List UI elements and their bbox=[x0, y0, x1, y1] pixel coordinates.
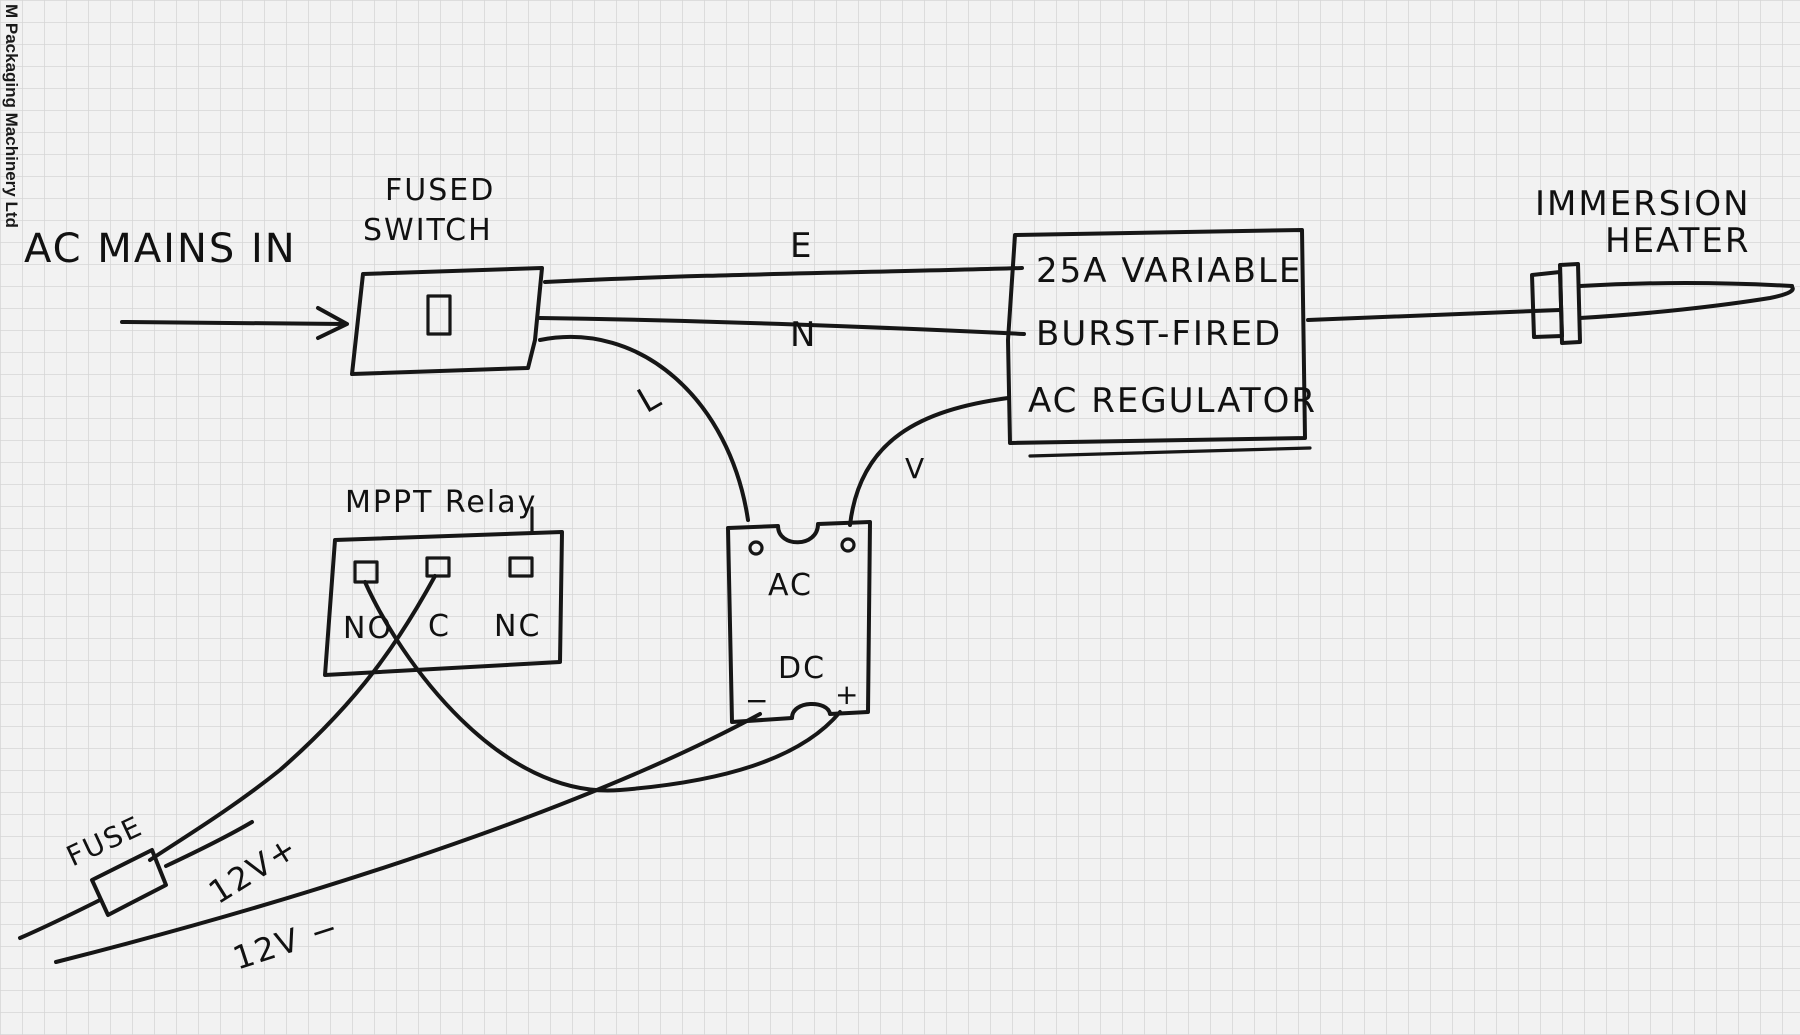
heater-label-line2: HEATER bbox=[1605, 221, 1751, 261]
ac-mains-in-label: AC MAINS IN bbox=[24, 226, 297, 272]
neutral-wire bbox=[538, 316, 1026, 336]
regulator-label-line2: BURST-FIRED bbox=[1036, 314, 1282, 354]
dc-minus-wire bbox=[54, 712, 762, 964]
fuse-to-relay-wire bbox=[164, 820, 254, 868]
relay-title: MPPT Relay bbox=[345, 485, 537, 520]
acdc-ac-label: AC bbox=[768, 568, 813, 603]
regulator-box bbox=[1006, 228, 1307, 445]
regulator-box-base bbox=[1028, 446, 1312, 458]
printed-margin-text: M Packaging Machinery Ltd bbox=[2, 4, 21, 228]
acdc-minus-label: − bbox=[745, 684, 770, 717]
earth-wire bbox=[543, 266, 1024, 284]
control-wire bbox=[848, 396, 1010, 527]
fused-switch-box bbox=[350, 266, 544, 376]
neutral-wire-label: N bbox=[790, 315, 817, 355]
relay-no-to-dc-plus-wire bbox=[363, 580, 842, 793]
relay-c-label: C bbox=[428, 609, 451, 644]
fused-12v-plus-wire bbox=[18, 898, 102, 940]
control-wire-label: V bbox=[905, 452, 926, 485]
acdc-plus-label: + bbox=[835, 678, 860, 711]
earth-wire-label: E bbox=[790, 226, 813, 266]
fuse-body bbox=[90, 848, 168, 917]
relay-terminal-c bbox=[425, 556, 451, 578]
relay-c-to-dc-plus-wire bbox=[148, 574, 437, 862]
acdc-dc-label: DC bbox=[778, 651, 826, 686]
heater-feed-wire bbox=[1306, 308, 1562, 322]
fused-switch-label-line2: SWITCH bbox=[363, 213, 493, 248]
heater-label-line1: IMMERSION bbox=[1535, 184, 1751, 224]
regulator-label-line1: 25A VARIABLE bbox=[1036, 251, 1302, 291]
relay-box bbox=[323, 530, 564, 677]
acdc-ac-terminal-right bbox=[840, 537, 856, 553]
acdc-module-box bbox=[726, 520, 872, 724]
relay-nc-label: NC bbox=[494, 609, 541, 644]
mains-input-arrow bbox=[120, 306, 349, 340]
immersion-heater-symbol bbox=[1530, 262, 1795, 345]
relay-no-label: NO bbox=[343, 611, 393, 646]
fused-switch-label-line1: FUSED bbox=[385, 173, 495, 208]
acdc-ac-terminal-left bbox=[748, 540, 764, 556]
regulator-label-line3: AC REGULATOR bbox=[1028, 381, 1317, 421]
live-wire bbox=[538, 334, 750, 522]
relay-terminal-nc bbox=[508, 556, 534, 578]
fused-switch-toggle bbox=[426, 294, 452, 336]
